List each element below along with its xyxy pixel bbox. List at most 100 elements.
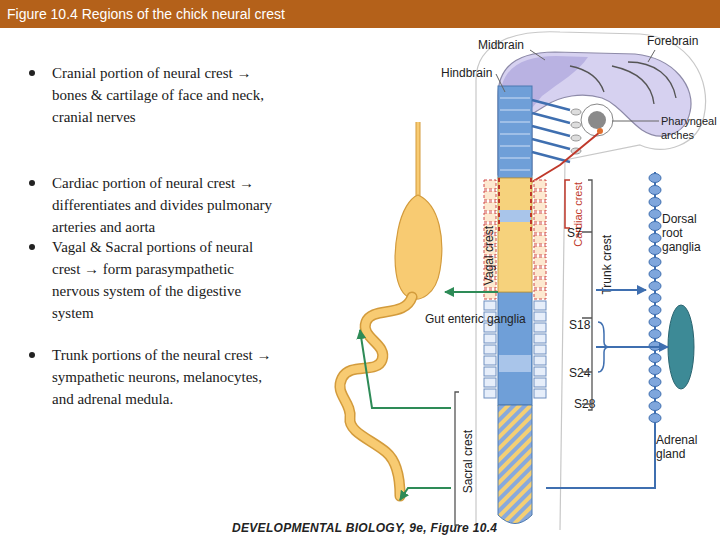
ganglion	[649, 174, 661, 183]
pharyngeal-arch	[571, 109, 581, 115]
ganglion	[649, 198, 661, 207]
somite	[484, 345, 496, 354]
node-label: Sacral crest	[461, 430, 475, 493]
ganglion	[649, 210, 661, 219]
connector-arrow	[400, 488, 451, 500]
stomach	[395, 195, 442, 299]
leader-line	[496, 50, 659, 121]
hindbrain	[498, 86, 532, 178]
esophagus	[417, 122, 420, 198]
somite	[534, 180, 546, 189]
somite	[534, 202, 546, 211]
eye-lens	[588, 111, 606, 129]
connector-arrow	[360, 330, 451, 408]
node-shape	[668, 305, 694, 389]
trunk-tube-band	[499, 355, 531, 372]
somite	[534, 213, 546, 222]
eye-outer	[581, 104, 613, 136]
tube-band	[499, 210, 531, 222]
intestine	[340, 297, 412, 496]
forebrain-arrow	[570, 66, 604, 92]
cardiac-edge	[499, 178, 531, 232]
cardiac-bracket	[565, 180, 570, 228]
somite	[534, 334, 546, 343]
pharyngeal-arch	[571, 122, 581, 128]
esophagus	[416, 122, 421, 198]
somite	[534, 191, 546, 200]
ganglion	[649, 246, 661, 255]
bullet-text: Cranial portion of neural crest → bones …	[52, 62, 280, 128]
bullet-dot	[29, 180, 35, 186]
sacral-crest-bracket: Sacral crest	[451, 392, 459, 525]
somite	[534, 257, 546, 266]
vagal-crest-band: Vagal crest	[498, 178, 532, 292]
connector-arrow	[596, 346, 668, 348]
bullet-dot	[29, 352, 35, 358]
node-shape	[451, 392, 459, 525]
somite	[484, 334, 496, 343]
somite	[484, 301, 496, 310]
ganglion	[649, 414, 661, 423]
ganglion	[649, 378, 661, 387]
somite	[534, 301, 546, 310]
region-name: Hindbrain	[441, 66, 492, 80]
cranial-crest-arrows	[532, 100, 570, 162]
ganglion	[649, 402, 661, 411]
adrenal-gland: Adrenal gland	[668, 305, 694, 389]
trunk-crest-line	[546, 422, 655, 488]
ganglion	[649, 354, 661, 363]
somite	[534, 367, 546, 376]
node-label: Adrenal gland	[656, 433, 712, 461]
region-name: Forebrain	[647, 34, 698, 48]
ganglion	[649, 366, 661, 375]
bullet-text: Vagal & Sacral portions of neural crest …	[52, 236, 280, 324]
node-label: Vagal crest	[482, 226, 496, 285]
somite	[534, 235, 546, 244]
somite	[484, 213, 496, 222]
ganglion	[649, 258, 661, 267]
somite	[534, 378, 546, 387]
bullet-text: Cardiac portion of neural crest → differ…	[52, 172, 280, 238]
node-label: Trunk crest	[600, 235, 614, 295]
node-shape	[498, 178, 532, 292]
bullet-text: Trunk portions of the neural crest → sym…	[52, 344, 280, 410]
region-name: Midbrain	[478, 38, 524, 52]
dorsal-root-ganglia: Dorsal root ganglia	[646, 172, 664, 422]
somite	[534, 356, 546, 365]
cardiac-dot	[597, 128, 603, 134]
region-name: Pharyngeal arches	[661, 114, 719, 142]
cardiac-crest-path	[532, 132, 600, 182]
ganglion	[649, 330, 661, 339]
somite	[534, 224, 546, 233]
title-bar: Figure 10.4 Regions of the chick neural …	[0, 0, 720, 28]
somite	[534, 323, 546, 332]
trunk-tube	[498, 292, 532, 405]
node-label: Dorsal root ganglia	[662, 212, 712, 254]
somite	[534, 312, 546, 321]
ganglion	[649, 186, 661, 195]
node-shape	[646, 172, 664, 422]
somite-number: S18	[569, 318, 590, 332]
somite	[484, 389, 496, 398]
ganglion	[649, 234, 661, 243]
ganglion	[649, 270, 661, 279]
node-shape	[588, 180, 596, 410]
node-shape	[360, 120, 445, 500]
ganglion	[649, 318, 661, 327]
trunk-crest-bracket: Trunk crest	[588, 180, 596, 410]
somite	[534, 290, 546, 299]
somite	[534, 268, 546, 277]
somite-number: S24	[569, 366, 590, 380]
ganglion	[649, 390, 661, 399]
somite-number: S7	[567, 226, 582, 240]
crest-bracket	[455, 392, 459, 525]
somite	[534, 345, 546, 354]
somite	[484, 180, 496, 189]
sacral-tube	[498, 405, 532, 524]
somite	[534, 279, 546, 288]
ganglion	[649, 306, 661, 315]
somite	[534, 246, 546, 255]
connector-arrow	[596, 289, 646, 291]
somite	[484, 367, 496, 376]
